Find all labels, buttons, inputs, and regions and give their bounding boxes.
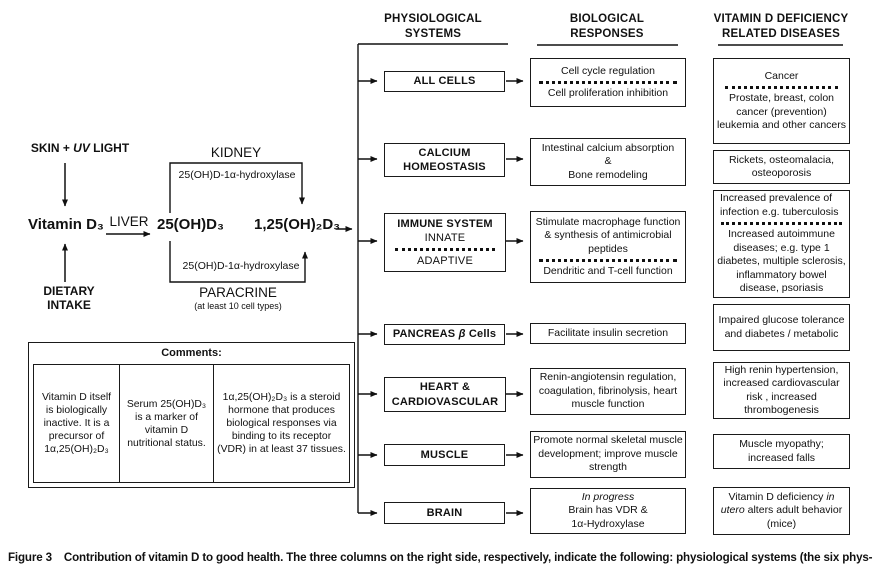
hydroxylase-top-label: 25(OH)D-1α-hydroxylase	[178, 169, 296, 181]
comment-cell-2: Serum 25(OH)D₃ is a marker of vitamin D …	[120, 365, 214, 482]
disease-box-cancer: Cancer Prostate, breast, colon cancer (p…	[713, 58, 850, 144]
disease-box-glucose: Impaired glucose tolerance and diabetes …	[713, 304, 850, 351]
disease-box-infection: Increased prevalence of infection e.g. t…	[713, 190, 850, 298]
figure-caption-text: Contribution of vitamin D to good health…	[63, 551, 873, 564]
dotted-divider	[539, 258, 677, 262]
system-box-pancreas: PANCREAS β Cells	[384, 324, 505, 345]
response-box-immune: Stimulate macrophage function & synthesi…	[530, 211, 686, 283]
dietary-intake-label: DIETARY INTAKE	[43, 284, 95, 313]
25ohd3-label: 25(OH)D₃	[157, 216, 224, 233]
disease-box-hypertension: High renin hypertension, increased cardi…	[713, 362, 850, 419]
comments-title: Comments:	[161, 347, 222, 359]
disease-box-utero: Vitamin D deficiency in utero alters adu…	[713, 487, 850, 535]
comment-cell-1: Vitamin D itself is biologically inactiv…	[34, 365, 120, 482]
system-box-heart: HEART & CARDIOVASCULAR	[384, 377, 506, 412]
system-box-calcium: CALCIUM HOMEOSTASIS	[384, 143, 505, 177]
dotted-divider	[395, 248, 495, 252]
header-deficiency-diseases: VITAMIN D DEFICIENCY RELATED DISEASES	[713, 13, 849, 40]
system-box-brain: BRAIN	[384, 502, 505, 524]
header-physiological-systems: PHYSIOLOGICAL SYSTEMS	[384, 13, 482, 40]
paracrine-bracket-arrow	[169, 241, 308, 283]
dotted-divider	[725, 86, 838, 90]
system-box-all-cells: ALL CELLS	[384, 71, 505, 92]
disease-box-rickets: Rickets, osteomalacia, osteoporosis	[713, 150, 850, 184]
figure-caption: Figure 3 Contribution of vitamin D to goo…	[8, 551, 892, 564]
kidney-bracket-arrow	[169, 162, 305, 213]
response-box-pancreas: Facilitate insulin secretion	[530, 323, 686, 344]
figure-caption-label: Figure 3	[8, 551, 52, 564]
skin-uv-light-label: SKIN + UV LIGHT	[30, 141, 130, 155]
response-box-heart: Renin-angiotensin regulation, coagulatio…	[530, 368, 686, 415]
kidney-label: KIDNEY	[210, 145, 262, 160]
response-box-muscle: Promote normal skeletal muscle developme…	[530, 431, 686, 478]
dotted-divider	[721, 222, 842, 226]
hydroxylase-bottom-label: 25(OH)D-1α-hydroxylase	[182, 260, 300, 272]
comments-box: Comments: Vitamin D itself is biological…	[28, 342, 355, 488]
comments-table: Vitamin D itself is biologically inactiv…	[33, 364, 350, 483]
disease-box-myopathy: Muscle myopathy; increased falls	[713, 434, 850, 469]
response-box-calcium: Intestinal calcium absorption & Bone rem…	[530, 138, 686, 186]
system-box-muscle: MUSCLE	[384, 444, 505, 466]
paracrine-note: (at least 10 cell types)	[194, 301, 282, 311]
125ohd3-label: 1,25(OH)₂D₃	[254, 216, 341, 233]
header-biological-responses: BIOLOGICAL RESPONSES	[569, 13, 645, 40]
vitamin-d3-label: Vitamin D₃	[28, 216, 104, 233]
liver-label: LIVER	[109, 214, 149, 229]
response-box-brain: In progress Brain has VDR & 1α-Hydroxyla…	[530, 488, 686, 534]
system-box-immune: IMMUNE SYSTEM INNATE ADAPTIVE	[384, 213, 506, 272]
paracrine-label: PARACRINE	[199, 285, 277, 300]
dotted-divider	[539, 81, 677, 84]
comment-cell-3: 1α,25(OH)₂D₃ is a steroid hormone that p…	[217, 392, 346, 455]
response-box-all-cells: Cell cycle regulation Cell proliferation…	[530, 58, 686, 107]
